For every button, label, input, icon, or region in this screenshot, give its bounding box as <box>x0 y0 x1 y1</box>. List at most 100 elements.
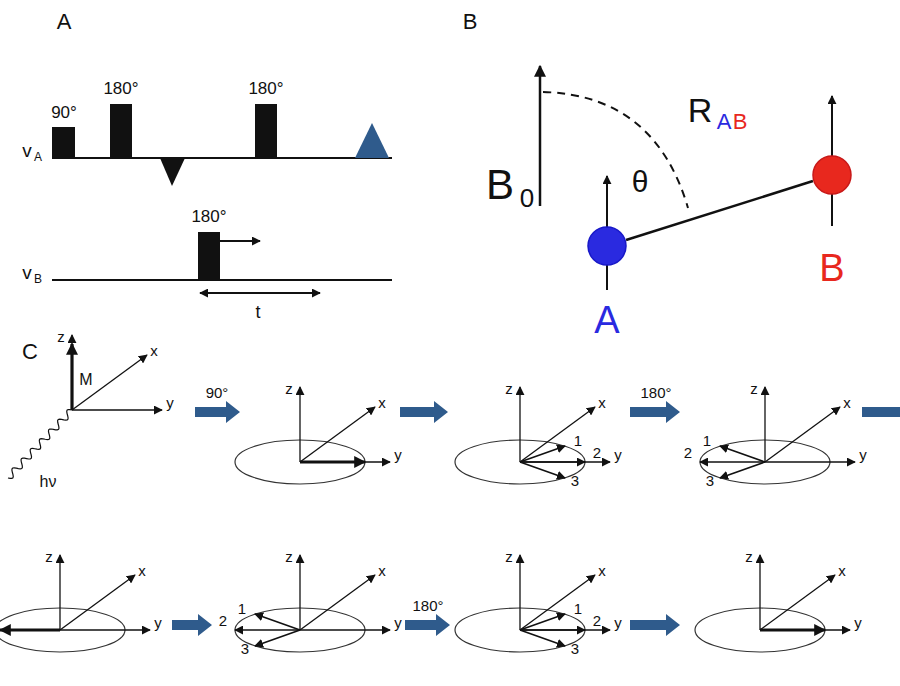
axis-line <box>300 461 390 462</box>
axis-label: y <box>854 615 862 630</box>
pulse-angle: 90° <box>51 104 77 121</box>
pulse-angle: 180° <box>248 80 283 97</box>
step-arrow <box>172 614 212 636</box>
distance-line <box>626 181 813 240</box>
axis-line <box>300 629 390 630</box>
axis-line <box>520 461 610 462</box>
step-arrow <box>400 401 448 423</box>
axis-label: y <box>614 447 622 462</box>
axis-label: x <box>150 343 158 358</box>
axis-label: z <box>45 549 53 564</box>
axis-line <box>72 409 162 410</box>
spin-vector <box>520 614 565 630</box>
distance-symbol: R <box>688 93 713 127</box>
step-arrow <box>195 401 240 423</box>
circle-shape <box>587 226 627 266</box>
channel-symbol: v <box>22 263 32 282</box>
echo-triangle <box>160 158 185 186</box>
axis-label: z <box>745 549 753 564</box>
axis-label: y <box>394 447 402 462</box>
pulse-sequence <box>52 104 392 293</box>
callout-number: 1 <box>574 601 582 616</box>
vector-frames <box>0 335 900 652</box>
callout-number: 1 <box>238 601 246 616</box>
axis-line <box>300 407 375 462</box>
axis-line <box>759 555 760 630</box>
pulse-angle: 90° <box>206 385 229 400</box>
axis-line <box>520 629 610 630</box>
magnetization-vector <box>760 628 825 631</box>
axis-line <box>59 555 60 630</box>
magnetization-vector <box>300 460 365 463</box>
step-arrow <box>630 614 680 636</box>
panel-letter: B <box>463 11 478 33</box>
channel-line <box>52 157 392 159</box>
magnetization-vector <box>70 344 73 410</box>
axis-line <box>765 461 855 462</box>
time-label: t <box>255 303 260 321</box>
axis-line <box>299 555 300 630</box>
pulse-180 <box>110 104 132 158</box>
subscript: A <box>34 151 42 163</box>
step-arrow <box>405 614 450 636</box>
axis-line <box>764 387 765 462</box>
axis-label: x <box>598 395 606 410</box>
callout-number: 3 <box>571 473 579 488</box>
spin-vector <box>235 629 300 631</box>
axis-line <box>519 555 520 630</box>
axis-label: y <box>614 615 622 630</box>
axis-line <box>760 629 850 630</box>
axis-label: y <box>859 447 867 462</box>
spin-vector <box>700 461 765 463</box>
axis-line <box>60 575 135 630</box>
spin-vector <box>255 614 300 630</box>
axis-label: x <box>138 563 146 578</box>
callout-number: 2 <box>219 613 227 628</box>
pulse-180 <box>198 232 220 280</box>
axis-label: y <box>394 615 402 630</box>
axis-label: z <box>505 381 513 396</box>
pulse-angle: 180° <box>103 80 138 97</box>
panel-letter: C <box>22 341 38 363</box>
spin-vector <box>520 630 565 646</box>
axis-label: x <box>378 563 386 578</box>
circle-shape <box>812 155 852 195</box>
axis-line <box>765 407 840 462</box>
axis-line <box>760 575 835 630</box>
callout-number: 3 <box>571 641 579 656</box>
axis-label: x <box>838 563 846 578</box>
photon-label: hν <box>40 474 57 490</box>
axis-label: z <box>750 381 758 396</box>
callout-number: 2 <box>684 445 692 460</box>
axis-line <box>519 387 520 462</box>
axis-label: z <box>285 381 293 396</box>
subscript: B <box>733 111 748 133</box>
callout-number: 1 <box>703 433 711 448</box>
spin-label-circle: A <box>587 226 627 266</box>
panel-letter: A <box>57 11 72 33</box>
magnetization-vector <box>0 628 60 631</box>
field-arrow <box>539 66 542 206</box>
axis-label: x <box>598 563 606 578</box>
axis-line <box>300 575 375 630</box>
axis-line <box>299 387 300 462</box>
axis-line <box>520 575 595 630</box>
callout-number: 3 <box>241 641 249 656</box>
callout-number: 1 <box>574 433 582 448</box>
spin-vector <box>720 446 765 462</box>
axis-line <box>71 335 72 410</box>
magnetization-label: M <box>79 372 92 388</box>
axis-line <box>60 629 150 630</box>
dipolar-geometry <box>540 66 832 290</box>
callout-number: 2 <box>593 613 601 628</box>
field-symbol: B <box>486 164 514 206</box>
echo-triangle <box>355 123 389 158</box>
axis-label: y <box>166 395 174 410</box>
subscript: A <box>717 111 732 133</box>
axis-label: z <box>505 549 513 564</box>
spin-vector <box>520 462 565 478</box>
channel-symbol: v <box>22 141 32 160</box>
step-arrow <box>630 401 680 423</box>
axis-label: z <box>285 549 293 564</box>
